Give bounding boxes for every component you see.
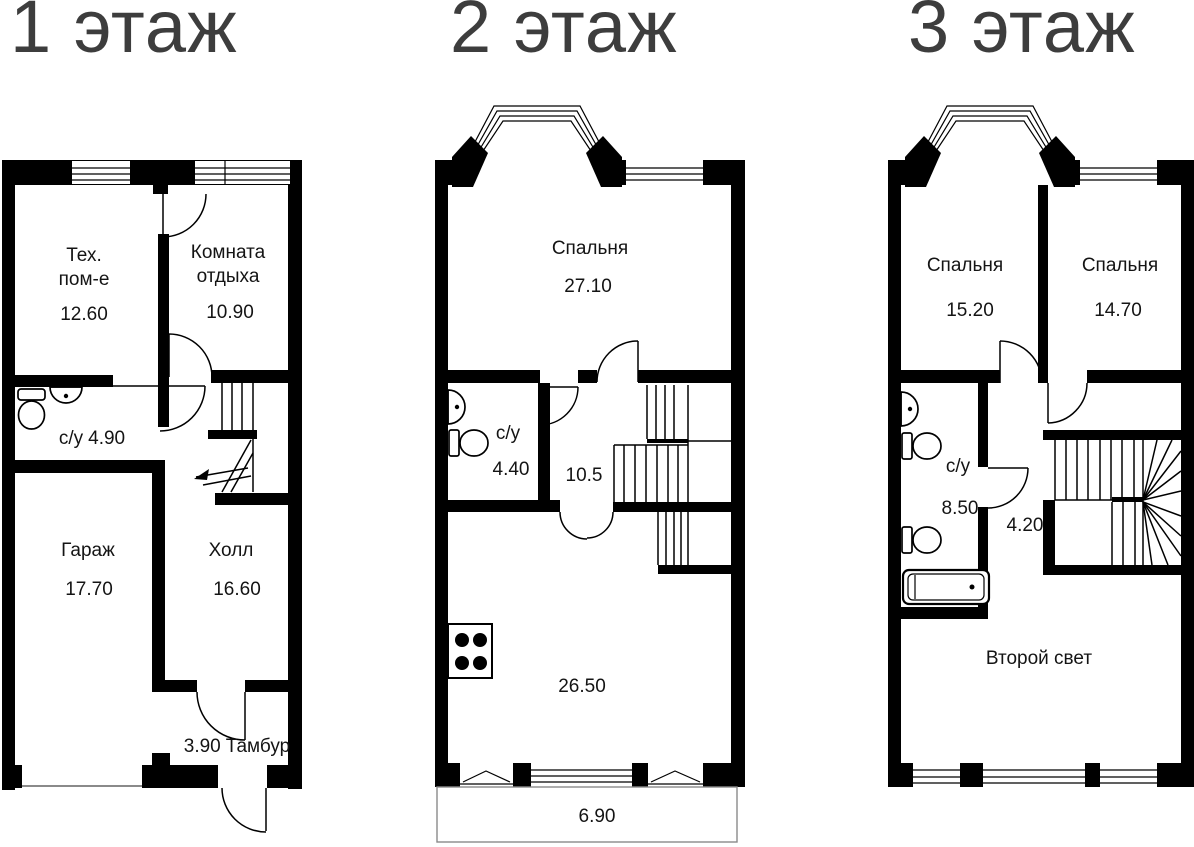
room-area-rest: 10.90 [206, 302, 254, 323]
room-area-wc2: 4.40 [492, 459, 530, 480]
floor3-bay-window-icon [919, 105, 1061, 158]
room-label-tech: Тех. пом-е [58, 245, 110, 290]
floor1-plan [2, 160, 302, 833]
room-area-living: 26.50 [558, 676, 606, 697]
floor1-walls [2, 160, 302, 790]
stove-icon [447, 623, 493, 679]
floor3-plan [888, 105, 1194, 787]
sink-icon [900, 391, 919, 427]
toilet-icon [901, 526, 942, 554]
floor3-walls [888, 136, 1194, 787]
floor3-door-icons [987, 340, 1088, 509]
room-area-hall3: 4.20 [1006, 515, 1044, 536]
floor2-stairs-icon [613, 385, 731, 565]
bathtub-icon [901, 568, 991, 606]
floor1-door-icons [113, 193, 267, 833]
room-area-bedroom1: 15.20 [946, 300, 994, 321]
room-area-bedroom2: 14.70 [1094, 300, 1142, 321]
floor2-door-icons [539, 340, 639, 540]
floor3-stairs-icon [1054, 439, 1182, 566]
floor2-plan [435, 105, 745, 843]
floor1-window-icons [22, 161, 290, 787]
room-area-tech: 12.60 [60, 304, 108, 325]
room-label-bedroom: Спальня [551, 238, 629, 259]
balcony-area: 6.90 [578, 806, 616, 827]
floor2-title: 2 этаж [450, 0, 678, 68]
toilet-icon [901, 432, 942, 460]
floor2-window-icons [436, 161, 738, 843]
floor2-bay-window-icon [466, 105, 608, 158]
floor3-wc-fixtures [900, 391, 991, 606]
floor3-window-icons [913, 161, 1157, 787]
toilet-icon [17, 388, 46, 430]
room-label-bedroom1: Спальня [926, 255, 1004, 276]
room-area-garage: 17.70 [65, 579, 113, 600]
floor2-wc-fixtures [447, 389, 489, 457]
floor3-title: 3 этаж [908, 0, 1136, 68]
room-label-wc3: с/у [945, 456, 971, 477]
sink-icon [447, 389, 466, 425]
sink-icon [49, 386, 83, 404]
floor1-title: 1 этаж [10, 0, 238, 68]
room-label-rest: Комната отдыха [190, 242, 266, 287]
room-area-hall2: 10.5 [565, 465, 603, 486]
room-label-hall1: Холл [208, 540, 254, 561]
balcony-outline [436, 786, 738, 843]
room-area-bedroom: 27.10 [564, 276, 612, 297]
room-label-void: Второй свет [985, 648, 1093, 669]
floor1-stairs-icon [194, 383, 254, 493]
room-label-garage: Гараж [61, 540, 115, 561]
floor1-wc-fixtures [17, 386, 83, 430]
room-label-wc2: с/у [495, 423, 521, 444]
room-label-bedroom2: Спальня [1081, 255, 1159, 276]
floor2-walls [435, 136, 745, 787]
room-area-hall1: 16.60 [213, 579, 261, 600]
toilet-icon [448, 429, 489, 457]
room-area-wc3: 8.50 [941, 498, 979, 519]
